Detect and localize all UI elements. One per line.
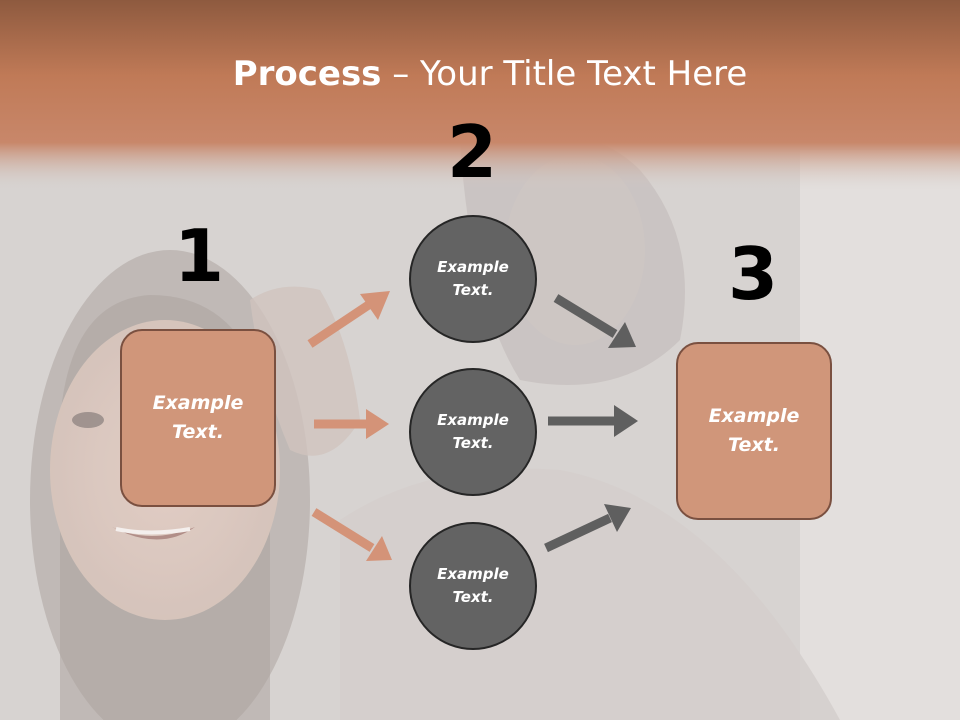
arrow-in-bottom <box>311 508 392 561</box>
arrow-out-top <box>553 294 636 348</box>
step3-box-text: Example Text. <box>708 405 800 456</box>
step2-circle-top: Example Text. <box>409 215 537 343</box>
title-rest: – Your Title Text Here <box>381 54 748 94</box>
step-number-1: 1 <box>173 214 225 298</box>
arrow-out-bottom <box>544 504 631 553</box>
step3-box: Example Text. <box>676 342 832 520</box>
step2-circle-middle: Example Text. <box>409 368 537 496</box>
step2-circle-top-text: Example Text. <box>437 258 509 299</box>
arrow-out-middle <box>548 405 638 437</box>
step2-circle-middle-text: Example Text. <box>437 411 509 452</box>
step1-box: Example Text. <box>120 329 276 507</box>
arrow-in-middle <box>314 409 389 439</box>
step2-circle-bottom-text: Example Text. <box>437 565 509 606</box>
step-number-3: 3 <box>727 232 779 316</box>
step-number-2: 2 <box>446 110 498 194</box>
arrow-in-top <box>307 291 390 348</box>
step2-circle-bottom: Example Text. <box>409 522 537 650</box>
step1-box-text: Example Text. <box>152 392 244 443</box>
title-bold: Process <box>232 54 382 94</box>
slide-title: Process – Your Title Text Here <box>0 52 960 96</box>
